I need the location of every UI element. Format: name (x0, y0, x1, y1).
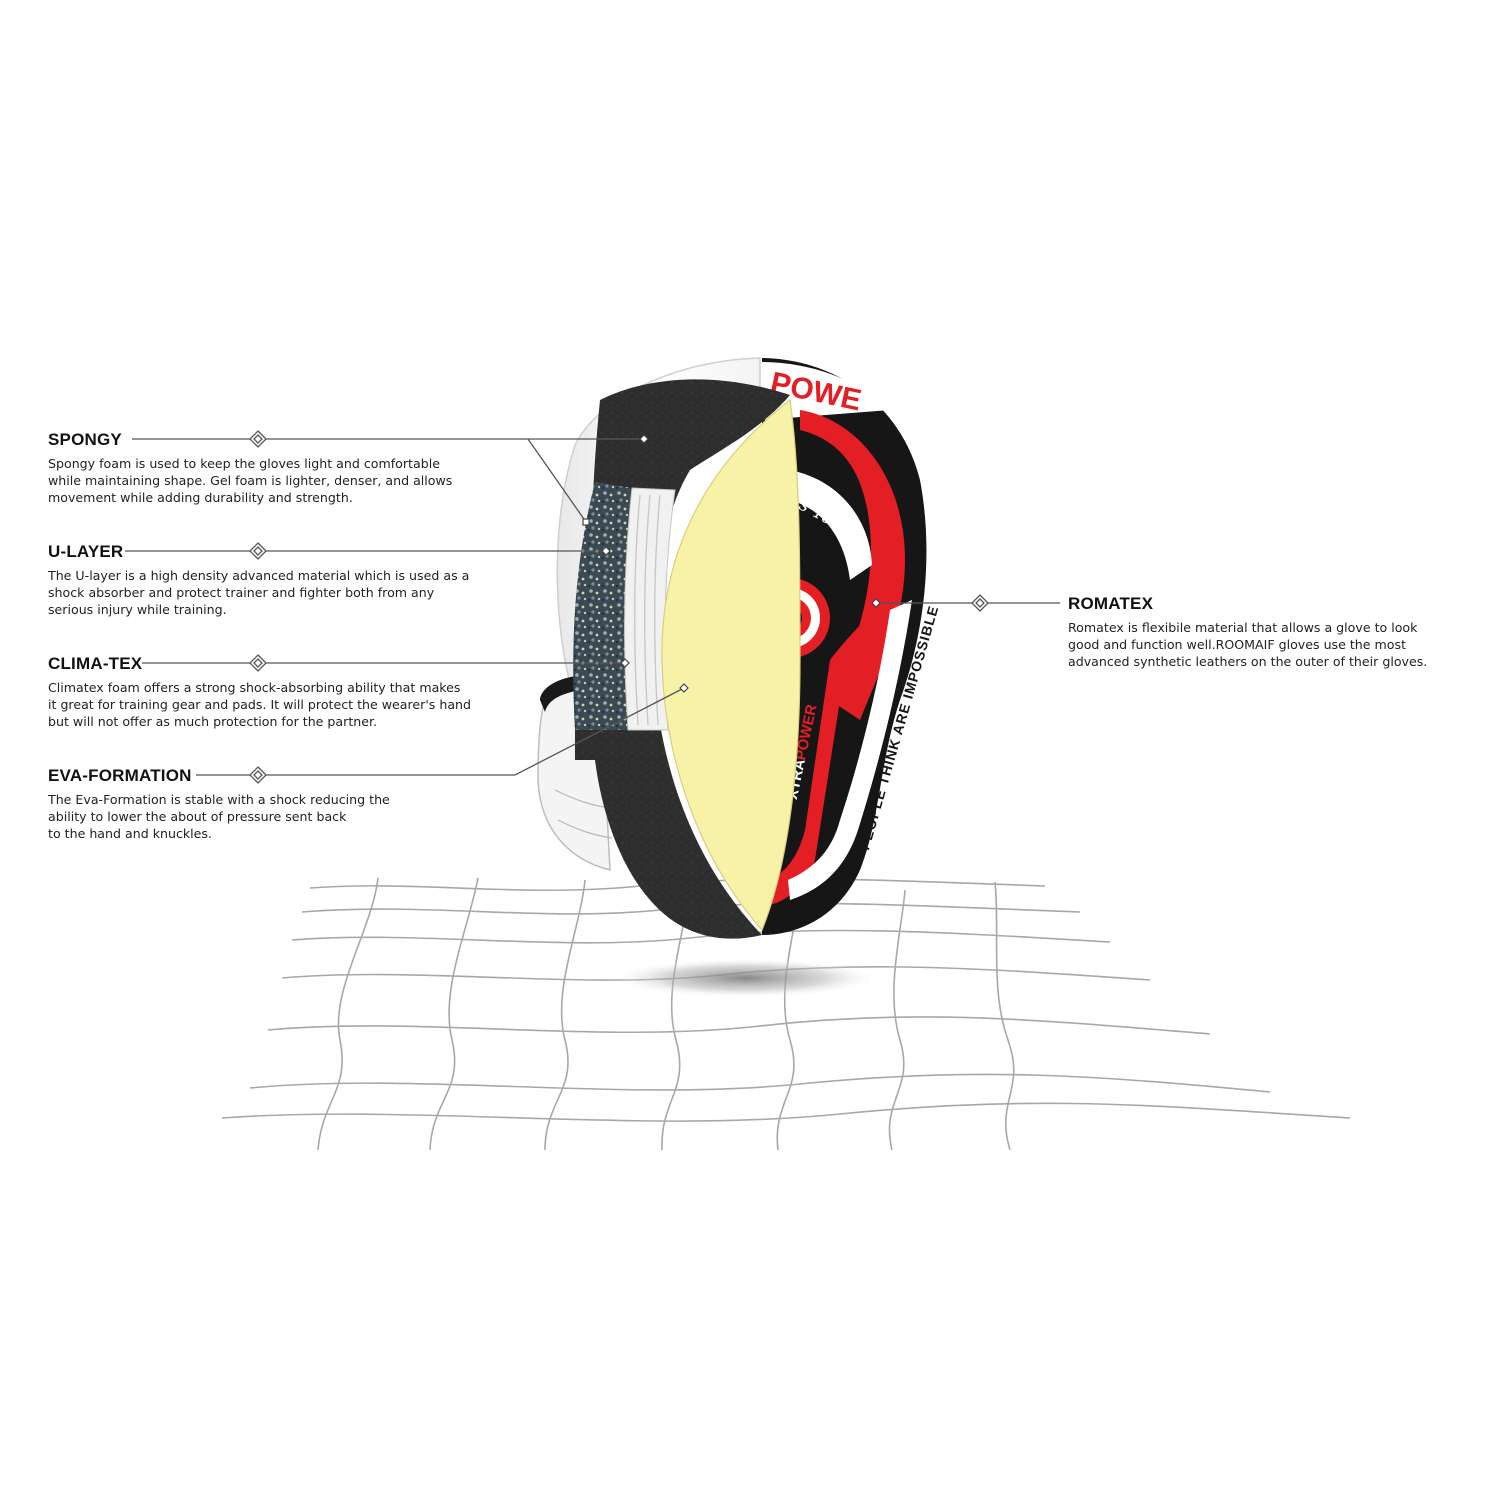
leader-endpoints (582, 434, 881, 693)
callout-eva-formation-line: ability to lower the about of pressure s… (48, 808, 347, 824)
callout-clima-tex-line: but will not offer as much protection fo… (48, 713, 378, 729)
callout-romatex-text: Romatex is flexibile material that allow… (1068, 620, 1478, 670)
callout-u-layer-text: The U-layer is a high density advanced m… (48, 568, 518, 618)
callout-spongy-line: while maintaining shape. Gel foam is lig… (48, 472, 453, 488)
callout-romatex-line: advanced synthetic leathers on the outer… (1068, 653, 1428, 669)
callout-spongy-text: Spongy foam is used to keep the gloves l… (48, 456, 518, 506)
callout-clima-tex: CLIMA-TEX Climatex foam offers a strong … (48, 654, 518, 730)
leader-diamonds (249, 430, 989, 784)
callout-eva-formation-line: The Eva-Formation is stable with a shock… (48, 792, 390, 807)
callout-clima-tex-line: Climatex foam offers a strong shock-abso… (48, 680, 461, 695)
callout-spongy: SPONGY Spongy foam is used to keep the g… (48, 430, 518, 506)
callout-u-layer-line: shock absorber and protect trainer and f… (48, 584, 435, 600)
leader-lines (125, 438, 1060, 776)
callout-romatex-line: Romatex is flexibile material that allow… (1068, 620, 1418, 635)
callout-u-layer-line: serious injury while training. (48, 601, 227, 617)
callout-eva-formation: EVA-FORMATION The Eva-Formation is stabl… (48, 766, 448, 842)
callout-spongy-line: Spongy foam is used to keep the gloves l… (48, 456, 440, 471)
callout-u-layer-title: U-LAYER (48, 542, 124, 561)
callout-eva-formation-line: to the hand and knuckles. (48, 825, 212, 841)
pad-shadow (610, 958, 880, 998)
callout-clima-tex-title: CLIMA-TEX (48, 654, 143, 673)
callout-u-layer-line: The U-layer is a high density advanced m… (48, 568, 470, 583)
callout-romatex: ROMATEX Romatex is flexibile material th… (1068, 594, 1478, 670)
callout-eva-formation-text: The Eva-Formation is stable with a shock… (48, 792, 448, 842)
callout-clima-tex-line: it great for training gear and pads. It … (48, 696, 472, 712)
callout-spongy-line: movement while adding durability and str… (48, 489, 353, 505)
callout-spongy-title: SPONGY (48, 430, 122, 449)
callout-u-layer: U-LAYER The U-layer is a high density ad… (48, 542, 518, 618)
pad-yellow-core (661, 398, 801, 932)
callout-romatex-line: good and function well.ROOMAIF gloves us… (1068, 636, 1407, 652)
pad-climatex-layer (573, 482, 632, 730)
callout-clima-tex-text: Climatex foam offers a strong shock-abso… (48, 680, 518, 730)
callout-eva-formation-title: EVA-FORMATION (48, 766, 192, 785)
callout-romatex-title: ROMATEX (1068, 594, 1154, 613)
